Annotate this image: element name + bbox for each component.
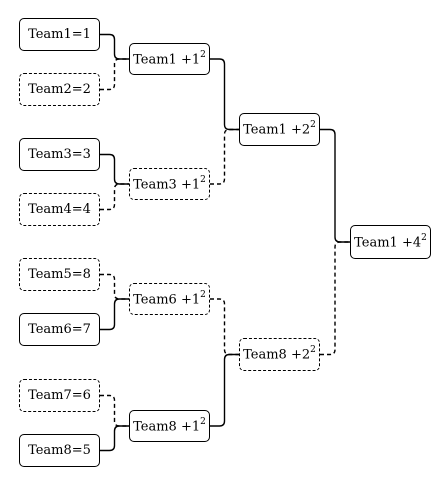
round3-match1-label: Team1 +22 (243, 120, 316, 138)
round2-match3-label: Team6 +12 (133, 289, 206, 308)
round1-team5: Team5=8 (19, 258, 100, 291)
connector-r3-1 (320, 128, 350, 243)
final-winner-label: Team1 +42 (354, 232, 427, 251)
round1-team7-label: Team7=6 (28, 388, 91, 403)
connector-r2-2 (210, 128, 239, 185)
round3-match2-label: Team8 +22 (243, 345, 316, 363)
round1-team3: Team3=3 (19, 138, 100, 171)
connector-r2-1 (210, 58, 239, 131)
round2-match4: Team8 +12 (129, 410, 210, 442)
round2-match2: Team3 +12 (129, 168, 210, 200)
round1-team6-label: Team6=7 (28, 322, 91, 337)
connector-r3-2 (320, 241, 350, 356)
round1-team3-label: Team3=3 (28, 147, 91, 162)
connector-r1-4 (100, 183, 129, 211)
round2-match4-label: Team8 +12 (133, 416, 206, 435)
round1-team2: Team2=2 (19, 73, 100, 106)
round2-match1-label: Team1 +12 (133, 49, 206, 68)
round2-match3: Team6 +12 (129, 283, 210, 315)
round3-match2: Team8 +22 (239, 338, 320, 371)
round1-team7: Team7=6 (19, 379, 100, 412)
round1-team6: Team6=7 (19, 313, 100, 346)
connector-r2-4 (210, 353, 239, 427)
connector-r2-3 (210, 298, 239, 356)
final-winner: Team1 +42 (350, 225, 431, 259)
round1-team8: Team8=5 (19, 434, 100, 467)
round2-match1: Team1 +12 (129, 43, 210, 75)
connector-r1-7 (100, 394, 129, 427)
round1-team4: Team4=4 (19, 193, 100, 226)
connector-r1-3 (100, 153, 129, 185)
round2-match2-label: Team3 +12 (133, 174, 206, 193)
connector-r1-8 (100, 425, 129, 452)
round1-team4-label: Team4=4 (28, 202, 91, 217)
connector-r1-5 (100, 273, 129, 300)
connector-r1-6 (100, 298, 129, 331)
round1-team8-label: Team8=5 (28, 443, 91, 458)
connector-r1-2 (100, 58, 129, 91)
round1-team5-label: Team5=8 (28, 267, 91, 282)
round1-team2-label: Team2=2 (28, 82, 91, 97)
round3-match1: Team1 +22 (239, 113, 320, 146)
round1-team1: Team1=1 (19, 18, 100, 51)
connector-r1-1 (100, 33, 129, 60)
round1-team1-label: Team1=1 (28, 27, 91, 42)
